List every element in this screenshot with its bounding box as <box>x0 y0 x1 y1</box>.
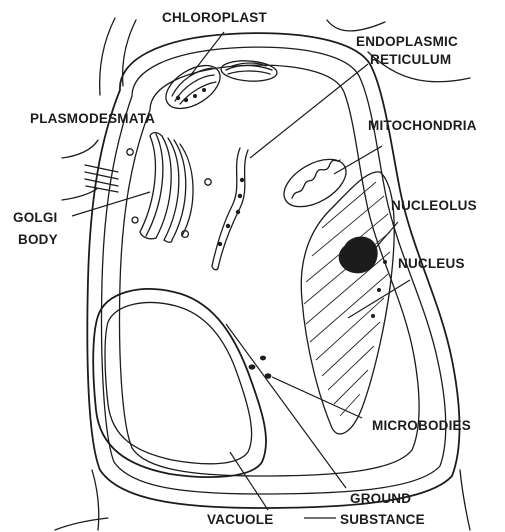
label-plasmodesmata: PLASMODESMATA <box>30 111 155 126</box>
label-chloroplast: CHLOROPLAST <box>162 10 267 25</box>
leader-mitochondria <box>334 146 382 174</box>
label-endoplasmic-line1: ENDOPLASMIC <box>356 34 458 49</box>
nucleus <box>301 172 394 434</box>
nucleus-hatching <box>304 182 390 416</box>
mitochondrion <box>276 150 354 217</box>
nucleolus <box>339 237 377 273</box>
endoplasmic-reticulum <box>212 148 248 270</box>
label-ground-line2: SUBSTANCE <box>340 512 425 527</box>
label-nucleolus: NUCLEOLUS <box>391 198 477 213</box>
label-ground-line1: GROUND <box>350 491 411 506</box>
leader-er <box>250 64 368 158</box>
label-golgi-line2: BODY <box>18 232 58 247</box>
chloroplast-right <box>220 59 277 83</box>
label-microbodies: MICROBODIES <box>372 418 471 433</box>
golgi-body <box>127 133 211 243</box>
labels: CHLOROPLAST ENDOPLASMIC RETICULUM PLASMO… <box>13 10 477 527</box>
chloroplast-left <box>159 57 228 118</box>
leader-lines <box>72 32 410 518</box>
label-golgi-line1: GOLGI <box>13 210 58 225</box>
label-mitochondria: MITOCHONDRIA <box>368 118 477 133</box>
label-vacuole: VACUOLE <box>207 512 273 527</box>
label-endoplasmic-line2: RETICULUM <box>370 52 451 67</box>
label-nucleus: NUCLEUS <box>398 256 465 271</box>
leader-nucleus <box>348 280 410 318</box>
